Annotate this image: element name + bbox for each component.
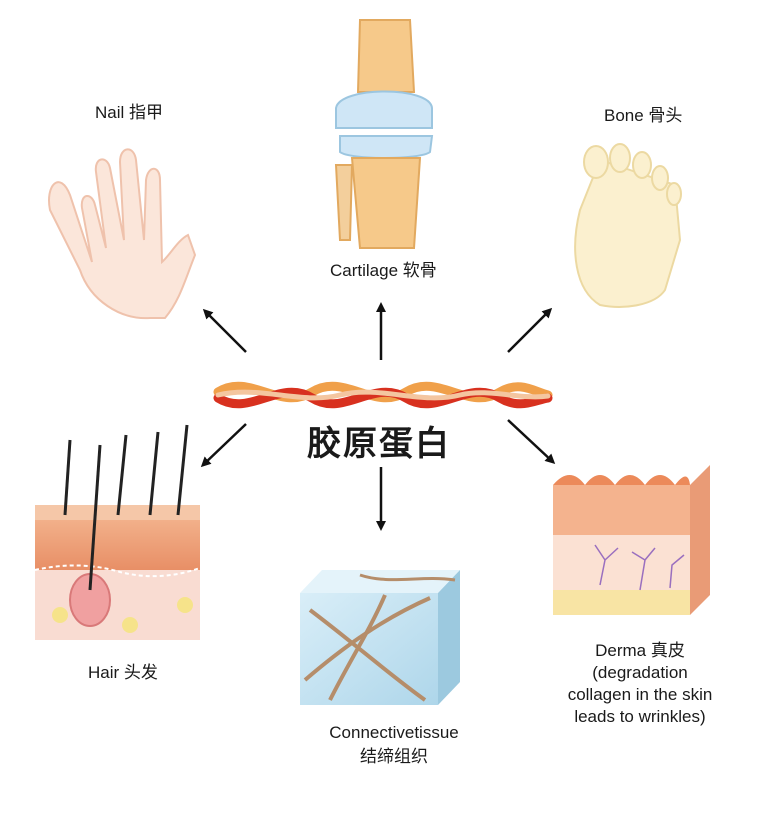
derma-label-line2: (degradation: [592, 663, 688, 682]
cartilage-label: Cartilage 软骨: [330, 261, 437, 280]
derma-label-line3: collagen in the skin: [567, 685, 713, 704]
collagen-rope: [213, 381, 553, 409]
connective-label-line1: Connectivetissue: [329, 723, 459, 742]
bone-label: Bone 骨头: [604, 106, 683, 125]
arrow-to-bone: [507, 307, 553, 353]
derma-label-line1: Derma 真皮: [595, 641, 685, 660]
hair-label: Hair 头发: [88, 663, 158, 682]
center-title: 胶原蛋白: [307, 424, 451, 464]
arrow-to-derma: [507, 419, 556, 465]
derma-label: Derma 真皮 (degradation collagen in the sk…: [545, 640, 735, 728]
connective-label: Connectivetissue 结缔组织: [312, 722, 476, 768]
foot-bone-illustration: [574, 143, 682, 308]
arrow-to-nail: [202, 308, 247, 353]
derma-illustration: [553, 465, 710, 615]
connective-label-line2: 结缔组织: [360, 747, 428, 766]
derma-label-line4: leads to wrinkles): [574, 707, 706, 726]
arrow-to-hair: [200, 423, 247, 468]
hair-skin-illustration: [34, 424, 201, 640]
hand-illustration: [48, 148, 197, 320]
tissue-cube-illustration: [300, 570, 460, 705]
nail-label: Nail 指甲: [95, 103, 164, 122]
arrows: [200, 302, 556, 531]
knee-illustration: [334, 19, 434, 249]
